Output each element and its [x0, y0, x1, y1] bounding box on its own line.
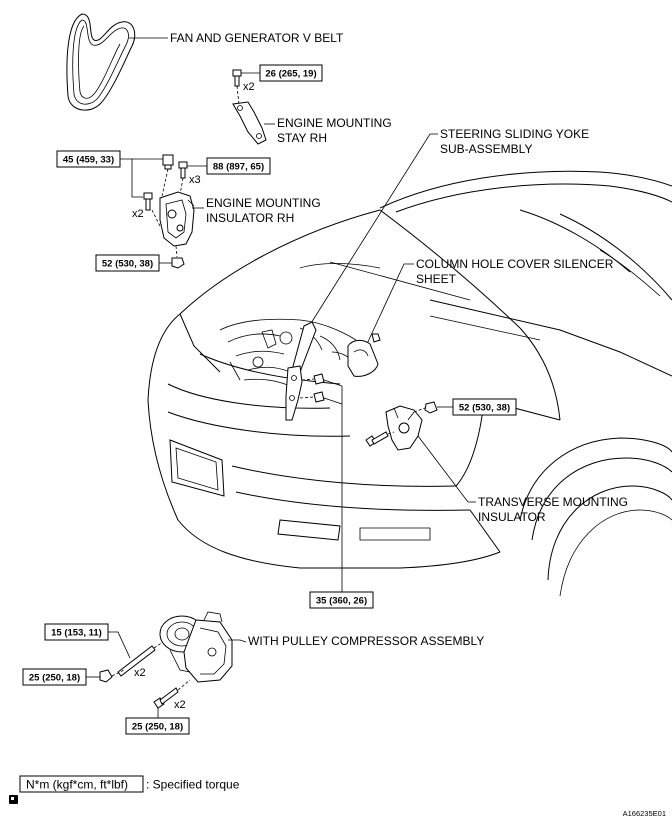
insulator-dash-3 [151, 209, 161, 227]
svg-text:26 (265, 19): 26 (265, 19) [265, 69, 316, 80]
v-belt-illustration [66, 13, 136, 111]
compressor-label: WITH PULLEY COMPRESSOR ASSEMBLY [248, 634, 484, 648]
yoke-label-line2: SUB-ASSEMBLY [440, 142, 532, 156]
insulator-nut-icon [162, 154, 174, 170]
silencer-label-line2: SHEET [416, 272, 457, 286]
figure-code: A166235E01 [623, 809, 666, 818]
compressor-dash-nut [111, 669, 125, 677]
stay-label-line1: ENGINE MOUNTING [277, 116, 392, 130]
yoke-dash-1 [301, 378, 315, 381]
compressor-assembly-part [159, 611, 233, 683]
legend-description: : Specified torque [146, 778, 240, 792]
insulator-top-multiplier: x3 [189, 174, 201, 186]
column-hole-cover-silencer-part [347, 333, 381, 377]
yoke-dash-2 [299, 396, 315, 399]
vehicle-body-illustration [147, 170, 672, 597]
compressor-stud-leader [108, 631, 131, 659]
insulator-dash-2 [179, 177, 184, 196]
engine-mounting-insulator-rh-part [159, 191, 195, 247]
steering-sliding-yoke-part [285, 321, 317, 421]
legend-unit-box [19, 775, 144, 793]
svg-text:15 (153, 11): 15 (153, 11) [51, 628, 102, 639]
compressor-stud-multiplier: x2 [134, 667, 146, 679]
transverse-dash-nut [413, 407, 426, 413]
insulator-left-bracket [120, 158, 143, 198]
compressor-bolt-icon [153, 687, 179, 709]
stay-dashed-guide [236, 85, 240, 105]
yoke-leader [307, 133, 438, 329]
yoke-torque-leader-2 [323, 397, 343, 405]
transverse-label-line1: TRANSVERSE MOUNTING [478, 495, 628, 509]
silencer-label-line1: COLUMN HOLE COVER SILENCER [416, 257, 614, 271]
engine-mounting-stay-rh-part [232, 101, 267, 145]
svg-text:35 (360, 26): 35 (360, 26) [316, 596, 367, 607]
compressor-stud-icon [117, 645, 156, 677]
transverse-dash-bolt [387, 431, 395, 435]
compressor-torque-box-stud: 15 (153, 11) [44, 623, 109, 641]
yoke-bolt-upper-icon [313, 373, 325, 385]
compressor-torque-box-bolt: 25 (250, 18) [125, 717, 190, 735]
insulator-torque-box-left: 45 (459, 33) [56, 150, 121, 168]
insulator-dash-1 [161, 168, 169, 197]
transverse-leader [417, 435, 476, 503]
insulator-rh-label-line2: INSULATOR RH [206, 211, 294, 225]
insulator-rh-label-line1: ENGINE MOUNTING [206, 196, 321, 210]
belt-label: FAN AND GENERATOR V BELT [170, 31, 344, 45]
compressor-dash-bolt [177, 679, 191, 691]
stay-torque-box: 26 (265, 19) [259, 64, 323, 82]
svg-text:88 (897, 65): 88 (897, 65) [213, 162, 264, 173]
transverse-bolt-icon [365, 431, 389, 447]
svg-text:45 (459, 33): 45 (459, 33) [63, 155, 114, 166]
legend-unit-text: N*m (kgf*cm, ft*lbf) [26, 778, 128, 792]
compressor-nut-icon [99, 669, 113, 683]
engine-bay-detail [219, 318, 357, 387]
transverse-nut-icon [424, 401, 438, 414]
svg-text:52 (530, 38): 52 (530, 38) [102, 259, 153, 270]
torque-wrench-icon [9, 795, 18, 804]
svg-text:25 (250, 18): 25 (250, 18) [29, 673, 80, 684]
svg-text:52 (530, 38): 52 (530, 38) [459, 403, 510, 414]
insulator-side-multiplier: x2 [132, 208, 144, 220]
insulator-bolt-right-icon [178, 161, 188, 179]
transverse-mounting-insulator-part [385, 405, 423, 451]
transverse-label-line2: INSULATOR [478, 510, 546, 524]
yoke-label-line1: STEERING SLIDING YOKE [440, 127, 589, 141]
stay-multiplier: x2 [243, 81, 255, 93]
stay-bolt-icon [232, 69, 242, 87]
insulator-bolt-left-icon [143, 192, 153, 211]
svg-text:25 (250, 18): 25 (250, 18) [132, 722, 183, 733]
insulator-torque-box-right: 88 (897, 65) [206, 157, 271, 175]
insulator-torque-box-bottom: 52 (530, 38) [95, 254, 160, 272]
yoke-torque-leader-1 [323, 379, 343, 592]
insulator-dash-bottom [175, 245, 178, 258]
compressor-torque-box-nut: 25 (250, 18) [22, 668, 87, 686]
legend: N*m (kgf*cm, ft*lbf) : Specified torque [9, 775, 240, 804]
compressor-bolt-multiplier: x2 [174, 699, 186, 711]
compressor-leader [228, 639, 247, 643]
silencer-leader [365, 263, 414, 347]
transverse-torque-box: 52 (530, 38) [452, 398, 517, 416]
stay-label-line2: STAY RH [277, 131, 327, 145]
insulator-bottom-nut-icon [171, 257, 185, 269]
yoke-bolt-lower-icon [313, 391, 325, 403]
yoke-torque-box: 35 (360, 26) [309, 591, 374, 609]
